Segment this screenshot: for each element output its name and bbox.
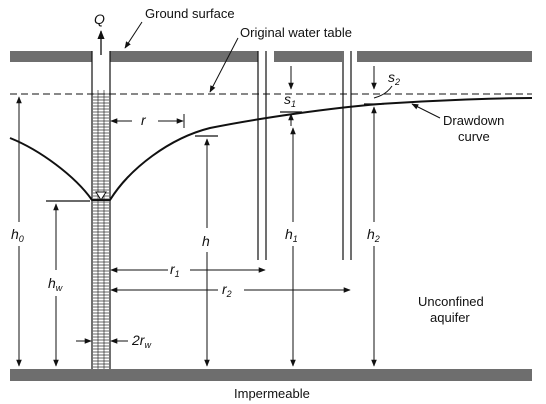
s2-leader xyxy=(373,85,393,99)
impermeable-band xyxy=(10,369,532,381)
drawdown-curve-label-2: curve xyxy=(458,129,490,144)
drawdown-curve-label: Drawdown xyxy=(443,113,504,128)
h1-symbol: h1 xyxy=(285,226,298,244)
drawdown-curve xyxy=(9,97,533,201)
ground-surface-band xyxy=(110,51,258,62)
r1-symbol: r1 xyxy=(170,261,180,279)
impermeable-label: Impermeable xyxy=(234,386,310,401)
s1-symbol: s1 xyxy=(284,91,296,109)
h0-symbol: h0 xyxy=(11,226,24,244)
water-level-marker xyxy=(95,191,107,201)
well-screen xyxy=(93,93,109,368)
pumping-well xyxy=(91,30,111,369)
s2-symbol: s2 xyxy=(388,69,400,87)
original-water-table-label: Original water table xyxy=(240,25,352,40)
drawdown-leader xyxy=(411,103,441,119)
2rw-symbol: 2rw xyxy=(131,332,151,350)
hw-symbol: hw xyxy=(48,275,63,293)
observation-well-1 xyxy=(257,51,267,260)
water-table-leader xyxy=(209,37,239,93)
unconfined-aquifer-label-2: aquifer xyxy=(430,310,470,325)
h-symbol: h xyxy=(202,233,210,249)
unconfined-aquifer-label: Unconfined xyxy=(418,294,484,309)
r2-symbol: r2 xyxy=(222,281,232,299)
ground-surface-label: Ground surface xyxy=(145,6,235,21)
ground-surface-band xyxy=(357,51,532,62)
ground-surface-leader xyxy=(124,21,143,49)
ground-surface-band xyxy=(10,51,92,62)
q-label: Q xyxy=(94,11,105,27)
r-symbol: r xyxy=(141,112,147,128)
ground-surface-band xyxy=(274,51,342,62)
observation-well-2 xyxy=(342,51,352,260)
h2-symbol: h2 xyxy=(367,226,380,244)
